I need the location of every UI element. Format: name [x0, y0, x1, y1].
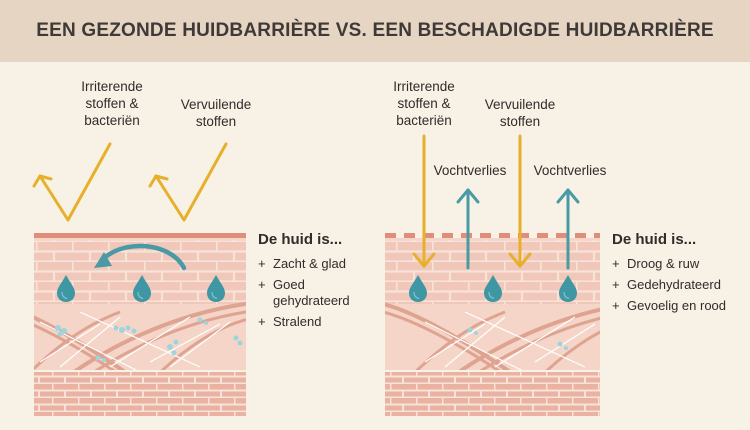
list-item: Zacht & glad	[258, 256, 383, 272]
damaged-skin-cross-section	[385, 134, 600, 416]
moisture-retention-arrow	[94, 243, 187, 271]
healthy-irritants-label: Irriterende stoffen & bacteriën	[81, 79, 143, 128]
list-item: Droog & ruw	[612, 256, 742, 272]
list-item: Gevoelig en rood	[612, 298, 742, 314]
healthy-barrier-line	[34, 233, 246, 238]
healthy-dermis-cells	[55, 317, 243, 362]
healthy-pollutants-label: Vervuilende stoffen	[180, 97, 252, 129]
healthy-dermis-fibers	[34, 301, 246, 370]
damaged-dermis-cells	[467, 327, 568, 350]
reflected-pollutants-arrow	[148, 142, 228, 222]
healthy-description-heading: De huid is...	[258, 231, 343, 248]
healthy-deep-layer	[34, 372, 246, 416]
damaged-description-list: Droog & ruw Gedehydrateerd Gevoelig en r…	[612, 256, 742, 314]
damaged-skin-description: De huid is... Droog & ruw Gedehydrateerd…	[612, 231, 742, 319]
moisture-loss-arrow-left	[456, 188, 480, 270]
penetrating-irritants-arrow	[412, 134, 436, 268]
reflected-irritants-arrow	[32, 142, 112, 222]
damaged-irritants-label: Irriterende stoffen & bacteriën	[393, 79, 455, 128]
damaged-deep-layer	[385, 372, 600, 416]
damaged-pollutants-label: Vervuilende stoffen	[484, 97, 556, 129]
skin-diagram	[32, 134, 600, 416]
damaged-dermis-fibers	[385, 302, 600, 370]
healthy-description-list: Zacht & glad Goed gehydrateerd Stralend	[258, 256, 383, 330]
moisture-loss-arrow-right	[556, 188, 580, 270]
healthy-skin-description: De huid is... Zacht & glad Goed gehydrat…	[258, 231, 383, 335]
healthy-skin-cross-section	[32, 142, 246, 416]
list-item: Gedehydrateerd	[612, 277, 742, 293]
list-item: Goed gehydrateerd	[258, 277, 383, 309]
list-item: Stralend	[258, 314, 383, 330]
moisture-loss-label: Vochtverlies	[433, 163, 507, 178]
moisture-loss-label: Vochtverlies	[533, 163, 607, 178]
title-banner: EEN GEZONDE HUIDBARRIÈRE VS. EEN BESCHAD…	[0, 0, 750, 62]
damaged-description-heading: De huid is...	[612, 231, 697, 248]
page-title: EEN GEZONDE HUIDBARRIÈRE VS. EEN BESCHAD…	[36, 20, 714, 41]
penetrating-pollutants-arrow	[508, 134, 532, 268]
